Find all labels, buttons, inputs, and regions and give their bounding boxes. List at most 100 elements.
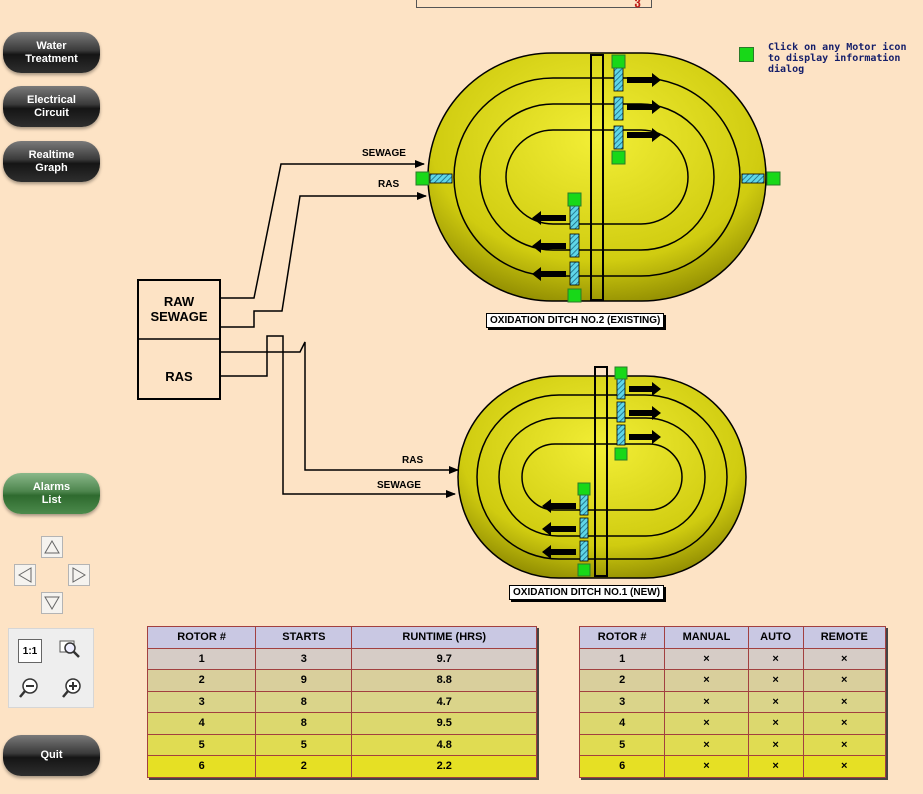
- rotor-motor[interactable]: [613, 67, 624, 92]
- rotor-motor[interactable]: [569, 261, 580, 286]
- flow-left-arrow-icon: [532, 239, 566, 253]
- quit-button[interactable]: Quit: [3, 735, 100, 776]
- alarms-list-button[interactable]: Alarms List: [3, 473, 100, 514]
- flow-left-arrow-icon: [542, 522, 576, 536]
- triangle-right-icon: [72, 567, 86, 583]
- table-row: 5×××: [578, 733, 887, 756]
- flow-left-arrow-icon: [542, 545, 576, 559]
- runtime-header-cell: RUNTIME (HRS): [351, 626, 537, 649]
- ditch2-ras-inlet-label: RAS: [378, 179, 400, 190]
- pan-right-button[interactable]: [68, 564, 90, 586]
- mode-cell: 1: [578, 647, 666, 670]
- runtime-cell: 9.7: [351, 647, 537, 670]
- mode-cell: ×: [664, 733, 749, 756]
- flow-right-arrow-icon: [629, 382, 661, 396]
- pan-up-button[interactable]: [41, 536, 63, 558]
- pan-down-button[interactable]: [41, 592, 63, 614]
- motor-status-icon[interactable]: [614, 447, 628, 461]
- zoom-reset-button[interactable]: 1:1: [18, 639, 42, 663]
- triangle-up-icon: [44, 540, 60, 554]
- rotor-motor[interactable]: [569, 205, 580, 230]
- raw-sewage-label: RAW SEWAGE: [150, 294, 208, 324]
- flow-right-arrow-icon: [627, 73, 661, 87]
- mode-cell: ×: [802, 690, 887, 713]
- mode-cell: 4: [578, 712, 666, 735]
- gate-valve[interactable]: [429, 173, 453, 184]
- mode-cell: ×: [664, 669, 749, 692]
- rotor-motor[interactable]: [616, 378, 626, 400]
- flow-right-arrow-icon: [629, 406, 661, 420]
- table-row: 3×××: [578, 690, 887, 713]
- motor-status-icon[interactable]: [415, 171, 430, 186]
- motor-status-icon[interactable]: [614, 366, 628, 380]
- runtime-cell: 4.8: [351, 733, 537, 756]
- mode-cell: ×: [802, 733, 887, 756]
- runtime-cell: 2: [255, 755, 353, 778]
- mode-header-cell: AUTO: [747, 626, 804, 649]
- runtime-cell: 2.2: [351, 755, 537, 778]
- ditch2-sewage-inlet-label: SEWAGE: [362, 148, 406, 159]
- rotor-motor[interactable]: [579, 517, 589, 539]
- motor-status-icon[interactable]: [567, 288, 582, 303]
- gate-valve[interactable]: [741, 173, 765, 184]
- mode-cell: ×: [747, 669, 804, 692]
- legend-instructions: Click on any Motor icon to display infor…: [768, 42, 907, 75]
- oxidation-ditch-2: [427, 52, 767, 302]
- motor-status-icon[interactable]: [611, 150, 626, 165]
- runtime-cell: 3: [146, 690, 257, 713]
- ditch1-sewage-inlet-label: SEWAGE: [377, 480, 421, 491]
- rotor-motor[interactable]: [579, 540, 589, 562]
- table-row: 4×××: [578, 712, 887, 735]
- mode-cell: ×: [747, 647, 804, 670]
- zoom-out-button[interactable]: [17, 675, 43, 701]
- electrical-circuit-button[interactable]: Electrical Circuit: [3, 86, 100, 127]
- realtime-graph-button[interactable]: Realtime Graph: [3, 141, 100, 182]
- pan-control: [14, 536, 90, 615]
- mode-cell: 2: [578, 669, 666, 692]
- ditch1-ras-inlet-label: RAS: [402, 455, 424, 466]
- table-row: 2×××: [578, 669, 887, 692]
- rotor-motor[interactable]: [613, 125, 624, 150]
- runtime-cell: 4.7: [351, 690, 537, 713]
- zoom-panel: 1:1: [8, 628, 94, 708]
- rotor-motor[interactable]: [616, 424, 626, 446]
- pan-left-button[interactable]: [14, 564, 36, 586]
- motor-status-icon[interactable]: [577, 563, 591, 577]
- piping: [220, 160, 459, 498]
- mode-cell: ×: [802, 712, 887, 735]
- motor-status-icon[interactable]: [577, 482, 591, 496]
- ditch-2-rotors: [415, 54, 781, 303]
- motor-status-icon[interactable]: [766, 171, 781, 186]
- ditch-1-rotors: [542, 366, 661, 577]
- zoom-in-button[interactable]: [59, 675, 85, 701]
- runtime-cell: 2: [146, 669, 257, 692]
- runtime-cell: 5: [146, 733, 257, 756]
- rotor-motor[interactable]: [579, 494, 589, 516]
- runtime-cell: 9.5: [351, 712, 537, 735]
- rotor-motor[interactable]: [616, 401, 626, 423]
- runtime-cell: 8: [255, 690, 353, 713]
- mode-cell: ×: [747, 690, 804, 713]
- water-treatment-button[interactable]: Water Treatment: [3, 32, 100, 73]
- runtime-cell: 8.8: [351, 669, 537, 692]
- status-icon: ვ: [634, 0, 641, 8]
- mode-cell: ×: [747, 712, 804, 735]
- triangle-left-icon: [18, 567, 32, 583]
- zoom-window-icon: [59, 640, 80, 658]
- rotor-motor[interactable]: [613, 96, 624, 121]
- motor-legend-swatch: [739, 47, 754, 62]
- motor-status-icon[interactable]: [611, 54, 626, 69]
- table-row: 6×××: [578, 755, 887, 778]
- motor-status-icon[interactable]: [567, 192, 582, 207]
- rotor-motor[interactable]: [569, 233, 580, 258]
- source-box: [137, 279, 221, 400]
- zoom-window-button[interactable]: [57, 637, 83, 663]
